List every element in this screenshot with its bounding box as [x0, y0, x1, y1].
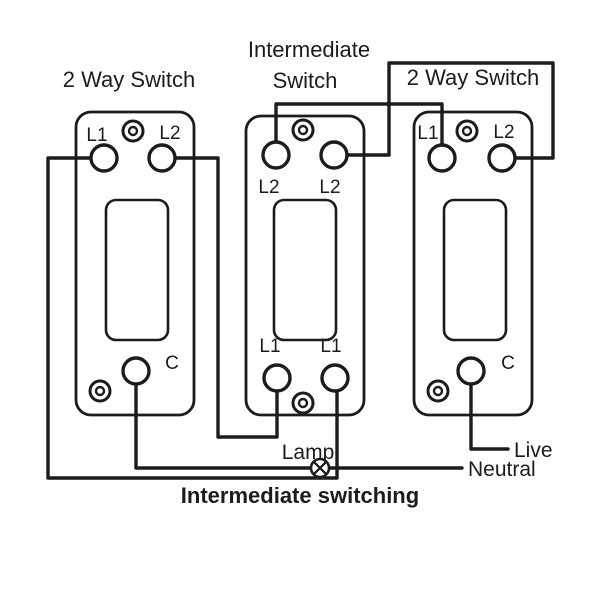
left-switch-c-label: C: [165, 353, 179, 374]
right-switch-title: 2 Way Switch: [407, 65, 539, 90]
wire-right-c-to-live: [469, 382, 510, 451]
intermediate-terminal-top-left: [261, 140, 291, 170]
wire-intermediate-top-right-to-right-l2: [332, 61, 555, 160]
intermediate-bottom-right-label: L1: [320, 336, 341, 357]
intermediate-bottom-left-label: L1: [259, 336, 280, 357]
right-switch-l2-label: L2: [493, 122, 514, 143]
intermediate-top-right-label: L2: [319, 177, 340, 198]
screw-inner: [461, 125, 473, 137]
left-switch-title: 2 Way Switch: [63, 67, 195, 92]
lamp-symbol: [309, 457, 331, 479]
wire-left-l1-to-intermediate-bottom-right: [46, 156, 339, 480]
screw-inner: [432, 385, 444, 397]
screw-inner: [297, 124, 309, 136]
intermediate-switch-screw-bottom: [291, 391, 315, 415]
intermediate-terminal-top-right: [319, 140, 349, 170]
right-switch-terminal-l1: [427, 143, 457, 173]
right-switch-rocker: [442, 198, 508, 342]
left-switch-screw-top: [121, 119, 145, 143]
intermediate-switch-rocker: [272, 198, 338, 342]
screw-inner: [94, 385, 106, 397]
lamp-cross-icon: [312, 460, 328, 476]
right-switch-screw-bottom: [426, 379, 450, 403]
right-switch-l1-label: L1: [417, 123, 438, 144]
right-switch-terminal-l2: [487, 143, 517, 173]
intermediate-switch-title-line1: Intermediate: [248, 37, 370, 62]
right-switch-c-label: C: [501, 353, 515, 374]
lamp-label: Lamp: [282, 441, 335, 464]
intermediate-top-left-label: L2: [258, 177, 279, 198]
wire-left-c-to-lamp: [134, 382, 313, 470]
intermediate-terminal-bottom-left: [262, 363, 292, 393]
left-switch-rocker: [104, 198, 170, 342]
wire-right-l1-to-intermediate-top-left: [274, 102, 444, 160]
diagram-caption: Intermediate switching: [181, 483, 419, 508]
left-switch-terminal-l1: [89, 143, 119, 173]
left-switch-screw-bottom: [88, 379, 112, 403]
right-switch-screw-top: [455, 119, 479, 143]
left-switch-l2-label: L2: [159, 123, 180, 144]
live-label: Live: [514, 439, 553, 462]
screw-inner: [127, 125, 139, 137]
wire-left-l2-to-intermediate-bottom-left: [160, 156, 279, 439]
intermediate-switch-screw-top: [291, 118, 315, 142]
intermediate-terminal-bottom-right: [320, 363, 350, 393]
intermediate-switch-title-line2: Switch: [273, 68, 338, 93]
left-switch-terminal-c: [121, 356, 151, 386]
left-switch-l1-label: L1: [86, 125, 107, 146]
neutral-label: Neutral: [468, 458, 536, 481]
screw-inner: [297, 397, 309, 409]
left-switch-terminal-l2: [147, 143, 177, 173]
right-switch-terminal-c: [456, 356, 486, 386]
